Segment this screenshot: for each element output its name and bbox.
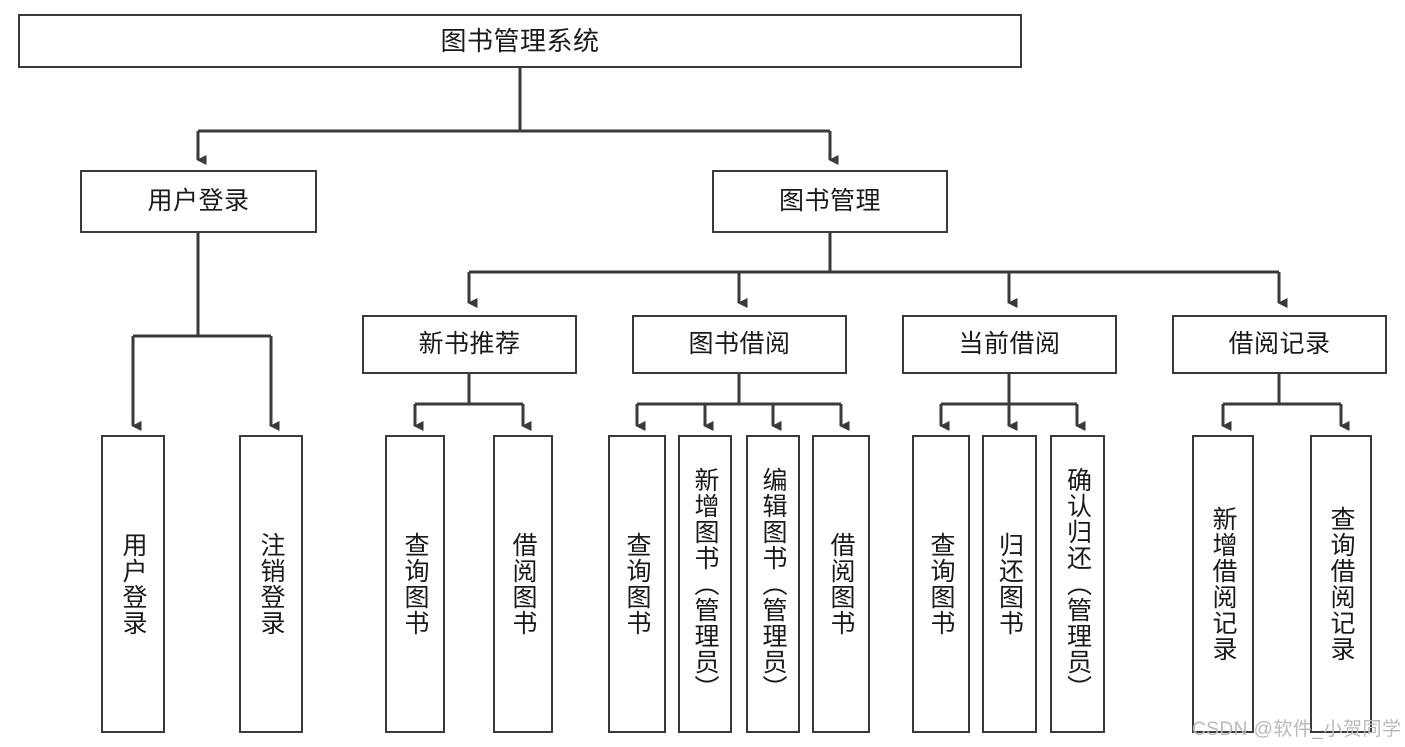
node-label: 用户登录	[119, 532, 147, 636]
node-label: 当前借阅	[958, 329, 1061, 358]
leaf-borrow-book-borrow[interactable]: 借阅图书	[812, 435, 870, 733]
csdn-watermark: CSDN @软件_小贺同学	[1192, 719, 1402, 740]
node-label: 查询图书	[927, 532, 955, 636]
node-label: 图书借阅	[688, 329, 791, 358]
node-label: 注销登录	[257, 532, 285, 636]
leaf-query-borrow-record[interactable]: 查询借阅记录	[1310, 435, 1372, 733]
node-label: 查询图书	[623, 532, 651, 636]
node-label: 借阅图书	[509, 532, 537, 636]
node-label: 借阅图书	[827, 532, 855, 636]
leaf-query-book-current[interactable]: 查询图书	[912, 435, 970, 733]
node-label: 图书管理	[778, 186, 881, 215]
node-label: 新增图书（管理员）	[691, 467, 719, 701]
node-label: 图书管理系统	[440, 25, 600, 56]
leaf-edit-book-admin[interactable]: 编辑图书（管理员）	[746, 435, 800, 733]
node-label: 新增借阅记录	[1209, 506, 1237, 662]
node-borrow-record[interactable]: 借阅记录	[1172, 315, 1387, 374]
node-label: 用户登录	[147, 186, 250, 215]
leaf-return-book[interactable]: 归还图书	[982, 435, 1037, 733]
leaf-add-borrow-record[interactable]: 新增借阅记录	[1192, 435, 1254, 733]
node-book-management[interactable]: 图书管理	[712, 170, 948, 233]
node-current-borrow[interactable]: 当前借阅	[902, 315, 1117, 374]
leaf-query-book-recommend[interactable]: 查询图书	[385, 435, 445, 733]
leaf-user-login[interactable]: 用户登录	[101, 435, 165, 733]
node-label: 借阅记录	[1228, 329, 1331, 358]
node-root-book-management-system[interactable]: 图书管理系统	[18, 14, 1022, 68]
leaf-borrow-book-recommend[interactable]: 借阅图书	[493, 435, 553, 733]
node-label: 确认归还（管理员）	[1063, 467, 1092, 701]
node-book-borrow[interactable]: 图书借阅	[632, 315, 847, 374]
leaf-confirm-return-admin[interactable]: 确认归还（管理员）	[1050, 435, 1105, 733]
node-label: 编辑图书（管理员）	[759, 467, 787, 701]
leaf-logout-login[interactable]: 注销登录	[239, 435, 303, 733]
node-label: 新书推荐	[418, 329, 521, 358]
node-label: 查询图书	[401, 532, 429, 636]
leaf-query-book-borrow[interactable]: 查询图书	[608, 435, 666, 733]
leaf-add-book-admin[interactable]: 新增图书（管理员）	[678, 435, 732, 733]
node-label: 查询借阅记录	[1327, 506, 1355, 662]
node-user-login[interactable]: 用户登录	[80, 170, 317, 233]
node-new-book-recommend[interactable]: 新书推荐	[362, 315, 577, 374]
node-label: 归还图书	[995, 532, 1024, 636]
